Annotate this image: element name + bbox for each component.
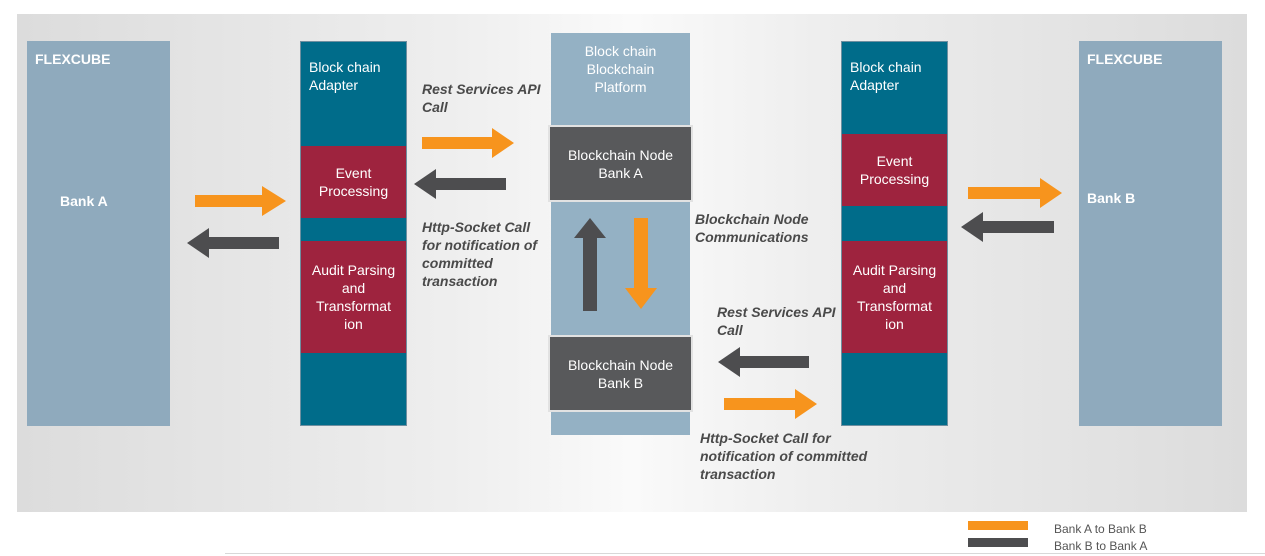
legend-label-a-to-b: Bank A to Bank B	[1054, 522, 1147, 536]
right-event-processing: Event Processing	[842, 134, 947, 206]
right-audit-parsing: Audit Parsing and Transformat ion	[842, 241, 947, 353]
rest-services-right-annotation: Rest Services API Call	[717, 304, 836, 338]
arrow-adapter-to-node-b	[718, 347, 809, 377]
left-adapter-label: Block chain Adapter	[309, 59, 381, 93]
http-socket-left-annotation: Http-Socket Call for notification of com…	[422, 219, 538, 289]
left-audit-parsing: Audit Parsing and Transformat ion	[301, 241, 406, 353]
flexcube-bank-a: FLEXCUBE Bank A	[27, 41, 170, 426]
arrow-adapter-to-bank-b	[968, 178, 1062, 208]
arrow-bank-a-to-adapter	[195, 186, 286, 216]
arrow-adapter-to-bank-a	[187, 228, 279, 258]
flexcube-bank-b: FLEXCUBE Bank B	[1079, 41, 1222, 426]
bank-a-label: Bank A	[60, 193, 108, 209]
legend-swatch-b-to-a	[968, 538, 1028, 547]
arrow-node-a-to-adapter	[414, 169, 506, 199]
arrow-node-b-to-adapter	[724, 389, 817, 419]
blockchain-node-bank-a: Blockchain Node Bank A	[548, 125, 693, 202]
arrow-node-a-to-node-b	[625, 218, 657, 309]
http-socket-right-annotation: Http-Socket Call for notification of com…	[700, 430, 868, 482]
platform-label: Block chain Blockchain Platform	[584, 43, 657, 95]
divider-line	[225, 553, 1265, 554]
rest-services-left-annotation: Rest Services API Call	[422, 81, 541, 115]
legend-label-b-to-a: Bank B to Bank A	[1054, 539, 1148, 553]
arrow-node-b-to-node-a	[574, 218, 606, 311]
left-event-processing: Event Processing	[301, 146, 406, 218]
left-blockchain-adapter: Block chain Adapter	[300, 41, 407, 426]
blockchain-node-bank-b: Blockchain Node Bank B	[548, 335, 693, 412]
flexcube-title: FLEXCUBE	[1087, 51, 1163, 67]
legend-swatch-a-to-b	[968, 521, 1028, 530]
arrow-adapter-to-node-a	[422, 128, 514, 158]
bank-b-label: Bank B	[1087, 190, 1136, 206]
arrow-bank-b-to-adapter	[961, 212, 1054, 242]
flexcube-title: FLEXCUBE	[35, 51, 111, 67]
right-adapter-label: Block chain Adapter	[850, 59, 922, 93]
right-blockchain-adapter: Block chain Adapter	[841, 41, 948, 426]
node-communications-annotation: Blockchain Node Communications	[695, 211, 809, 245]
